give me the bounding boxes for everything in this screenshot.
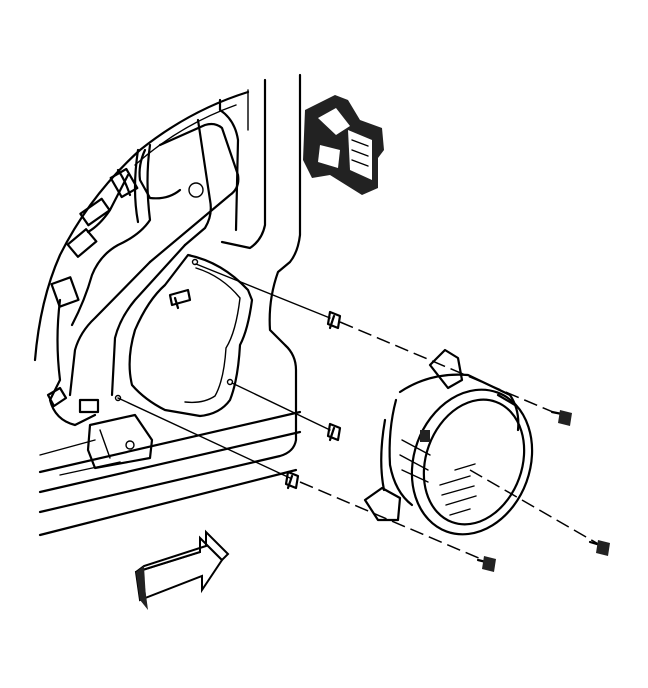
view-direction-arrow [134,529,230,610]
push-pin-retainer [326,310,342,330]
door-inner-panel [33,73,302,537]
speaker [363,348,534,536]
mounting-screws [476,410,610,572]
mounting-screw [550,410,572,426]
mounting-screw [588,540,610,556]
leader-lines [117,263,601,563]
push-pin-retainers [284,310,342,490]
push-pin-retainer [326,422,342,442]
mounting-screw [476,556,496,572]
electrical-connector [303,95,384,195]
push-pin-retainer [284,470,300,490]
wiring-harness [46,143,152,427]
